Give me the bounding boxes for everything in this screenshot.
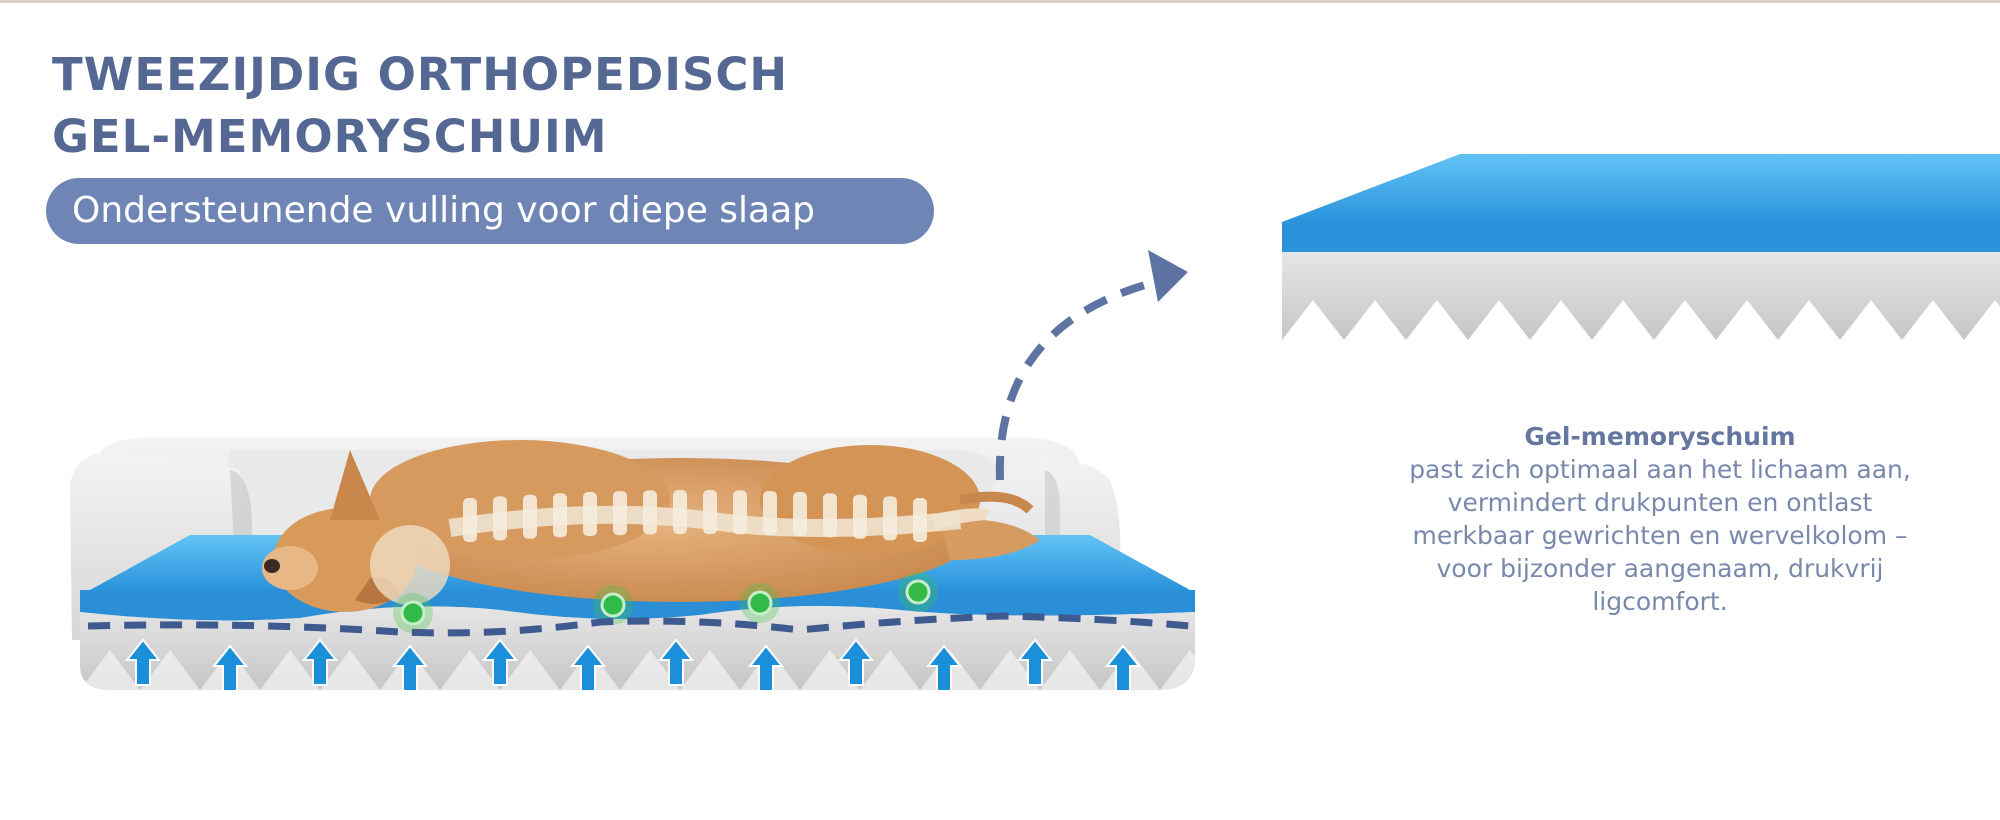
up-arrow-icon <box>569 644 607 692</box>
vertebra <box>463 498 477 542</box>
vertebra <box>913 498 927 542</box>
vertebra <box>703 490 717 535</box>
feature-heading: Gel-memoryschuim <box>1524 422 1796 451</box>
vertebra <box>763 491 777 536</box>
vertebra <box>523 494 537 539</box>
vertebra <box>493 496 507 541</box>
contour-dashed-line <box>87 612 1191 637</box>
vertebra <box>553 493 567 538</box>
subtitle-pill: Ondersteunende vulling voor diepe slaap <box>46 178 934 244</box>
dog-image <box>262 440 1040 633</box>
title-line-2: GEL-MEMORYSCHUIM <box>52 110 608 163</box>
mattress-gel-top <box>1282 154 2000 222</box>
up-arrow-icon <box>925 644 963 692</box>
vertebra <box>613 491 627 536</box>
support-arrows <box>124 638 1142 692</box>
vertebra <box>823 493 837 538</box>
vertebra <box>793 492 807 537</box>
vertebra <box>733 490 747 535</box>
title-line-1: TWEEZIJDIG ORTHOPEDISCH <box>52 48 789 101</box>
vertebra <box>883 496 897 541</box>
feature-description: Gel-memoryschuim past zich optimaal aan … <box>1390 420 1930 618</box>
pressure-point-icon <box>600 592 626 618</box>
up-arrow-icon <box>747 644 785 692</box>
mattress-detail <box>1282 154 2000 360</box>
vertebra <box>643 490 657 535</box>
pressure-point-icon <box>400 600 426 626</box>
up-arrow-icon <box>301 638 339 686</box>
up-arrow-icon <box>837 638 875 686</box>
up-arrow-icon <box>1016 638 1054 686</box>
up-arrow-icon <box>1104 644 1142 692</box>
up-arrow-icon <box>391 644 429 692</box>
pressure-point-icon <box>905 579 931 605</box>
top-divider <box>0 0 2000 3</box>
pressure-points <box>393 572 938 633</box>
up-arrow-icon <box>124 638 162 686</box>
up-arrow-icon <box>211 644 249 692</box>
feature-body: past zich optimaal aan het lichaam aan, … <box>1409 455 1911 616</box>
page-title: TWEEZIJDIG ORTHOPEDISCH GEL-MEMORYSCHUIM <box>52 44 952 168</box>
pressure-point-icon <box>747 590 773 616</box>
vertebra <box>583 492 597 537</box>
spine <box>448 505 961 538</box>
vertebra <box>853 494 867 539</box>
up-arrow-icon <box>657 638 695 686</box>
up-arrow-icon <box>481 638 519 686</box>
dashed-arrow-icon <box>995 250 1188 481</box>
vertebra <box>673 490 687 535</box>
